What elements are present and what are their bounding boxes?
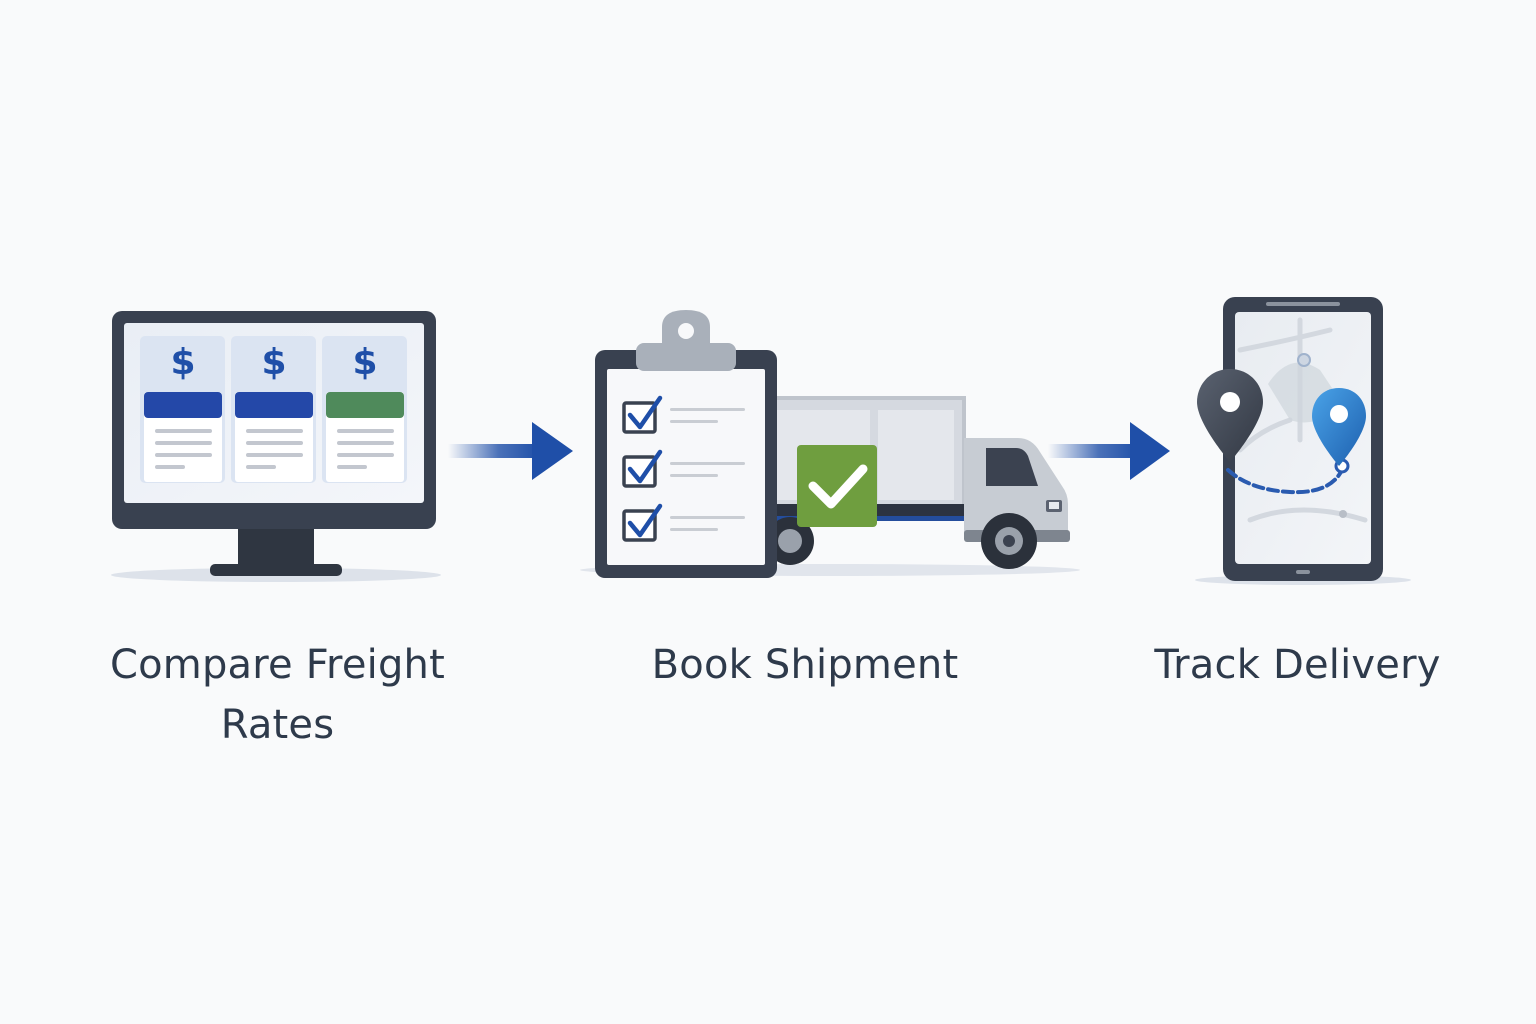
arrow-right-icon bbox=[448, 422, 573, 480]
destination-pin-icon bbox=[1312, 388, 1366, 466]
step-label-compare-freight-rates: Compare Freight Rates bbox=[110, 642, 445, 748]
checklist-item bbox=[622, 449, 745, 488]
phone-home-bar bbox=[1296, 570, 1310, 574]
check-badge-icon bbox=[797, 445, 877, 527]
monitor-rates-icon: $ $ $ bbox=[111, 311, 441, 582]
phone-speaker bbox=[1266, 302, 1340, 306]
dollar-icon: $ bbox=[261, 342, 286, 383]
rate-card: $ bbox=[322, 336, 407, 483]
dollar-icon: $ bbox=[170, 342, 195, 383]
clipboard-truck-icon bbox=[580, 310, 1080, 578]
phone-map-icon bbox=[1195, 297, 1411, 585]
clipboard-icon bbox=[595, 310, 777, 578]
arrow-right-icon bbox=[1048, 422, 1170, 480]
monitor-stand-base bbox=[210, 564, 342, 576]
dollar-icon: $ bbox=[352, 342, 377, 383]
rate-card: $ bbox=[231, 336, 316, 483]
step-label-track-delivery: Track Delivery bbox=[1154, 642, 1441, 688]
rate-card: $ bbox=[140, 336, 225, 483]
step-label-book-shipment: Book Shipment bbox=[651, 642, 959, 688]
monitor-stand-neck bbox=[238, 525, 314, 570]
checklist-item bbox=[622, 503, 745, 542]
phone-screen bbox=[1235, 312, 1371, 564]
checklist-item bbox=[622, 395, 745, 434]
map-pin-icon bbox=[1197, 369, 1263, 462]
route-line bbox=[1226, 468, 1344, 495]
